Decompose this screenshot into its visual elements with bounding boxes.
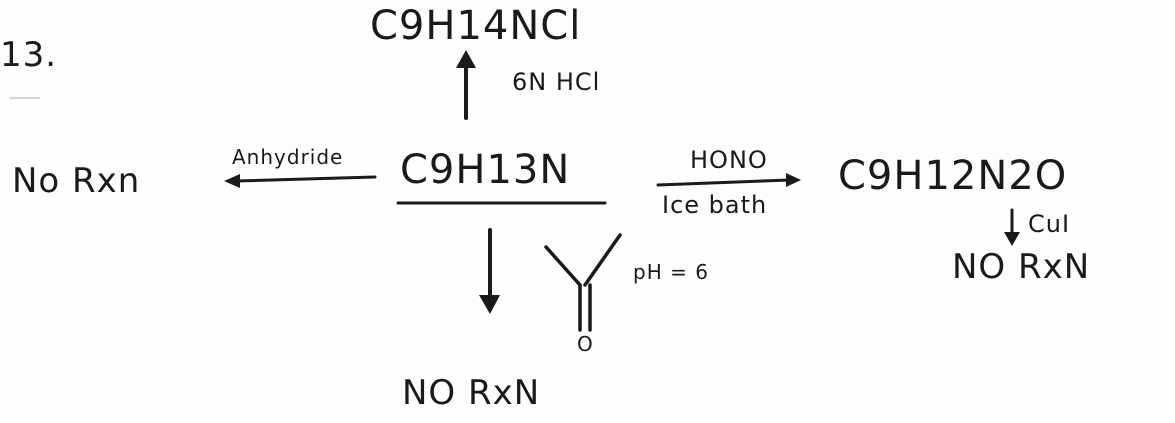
left-product: No Rxn — [12, 161, 141, 201]
right-reagent-bottom: Ice bath — [662, 191, 768, 219]
center-compound: C9H13N — [400, 147, 571, 193]
right-next-reagent: CuI — [1028, 210, 1071, 238]
bottom-product: NO RxN — [402, 373, 541, 413]
down-arrow-head — [479, 295, 500, 314]
up-arrow-head — [456, 50, 476, 68]
left-arrow-shaft — [234, 175, 377, 183]
top-reagent: 6N HCl — [512, 68, 601, 96]
top-product: C9H14NCl — [370, 3, 582, 49]
right-product: C9H12N2O — [838, 153, 1068, 199]
bottom-reagent: pH = 6 — [633, 260, 709, 284]
cui-arrow-head — [1004, 232, 1020, 246]
right-next-product: NO RxN — [952, 247, 1091, 287]
right-arrow-head — [786, 173, 801, 187]
left-arrow-head — [224, 174, 240, 188]
right-arrow-shaft — [656, 178, 792, 187]
right-reagent-top: HONO — [690, 146, 768, 174]
acetone-oxygen: O — [577, 332, 594, 356]
left-reagent: Anhydride — [232, 145, 344, 169]
problem-number: 13. — [0, 35, 58, 75]
acetone-structure — [544, 233, 622, 332]
